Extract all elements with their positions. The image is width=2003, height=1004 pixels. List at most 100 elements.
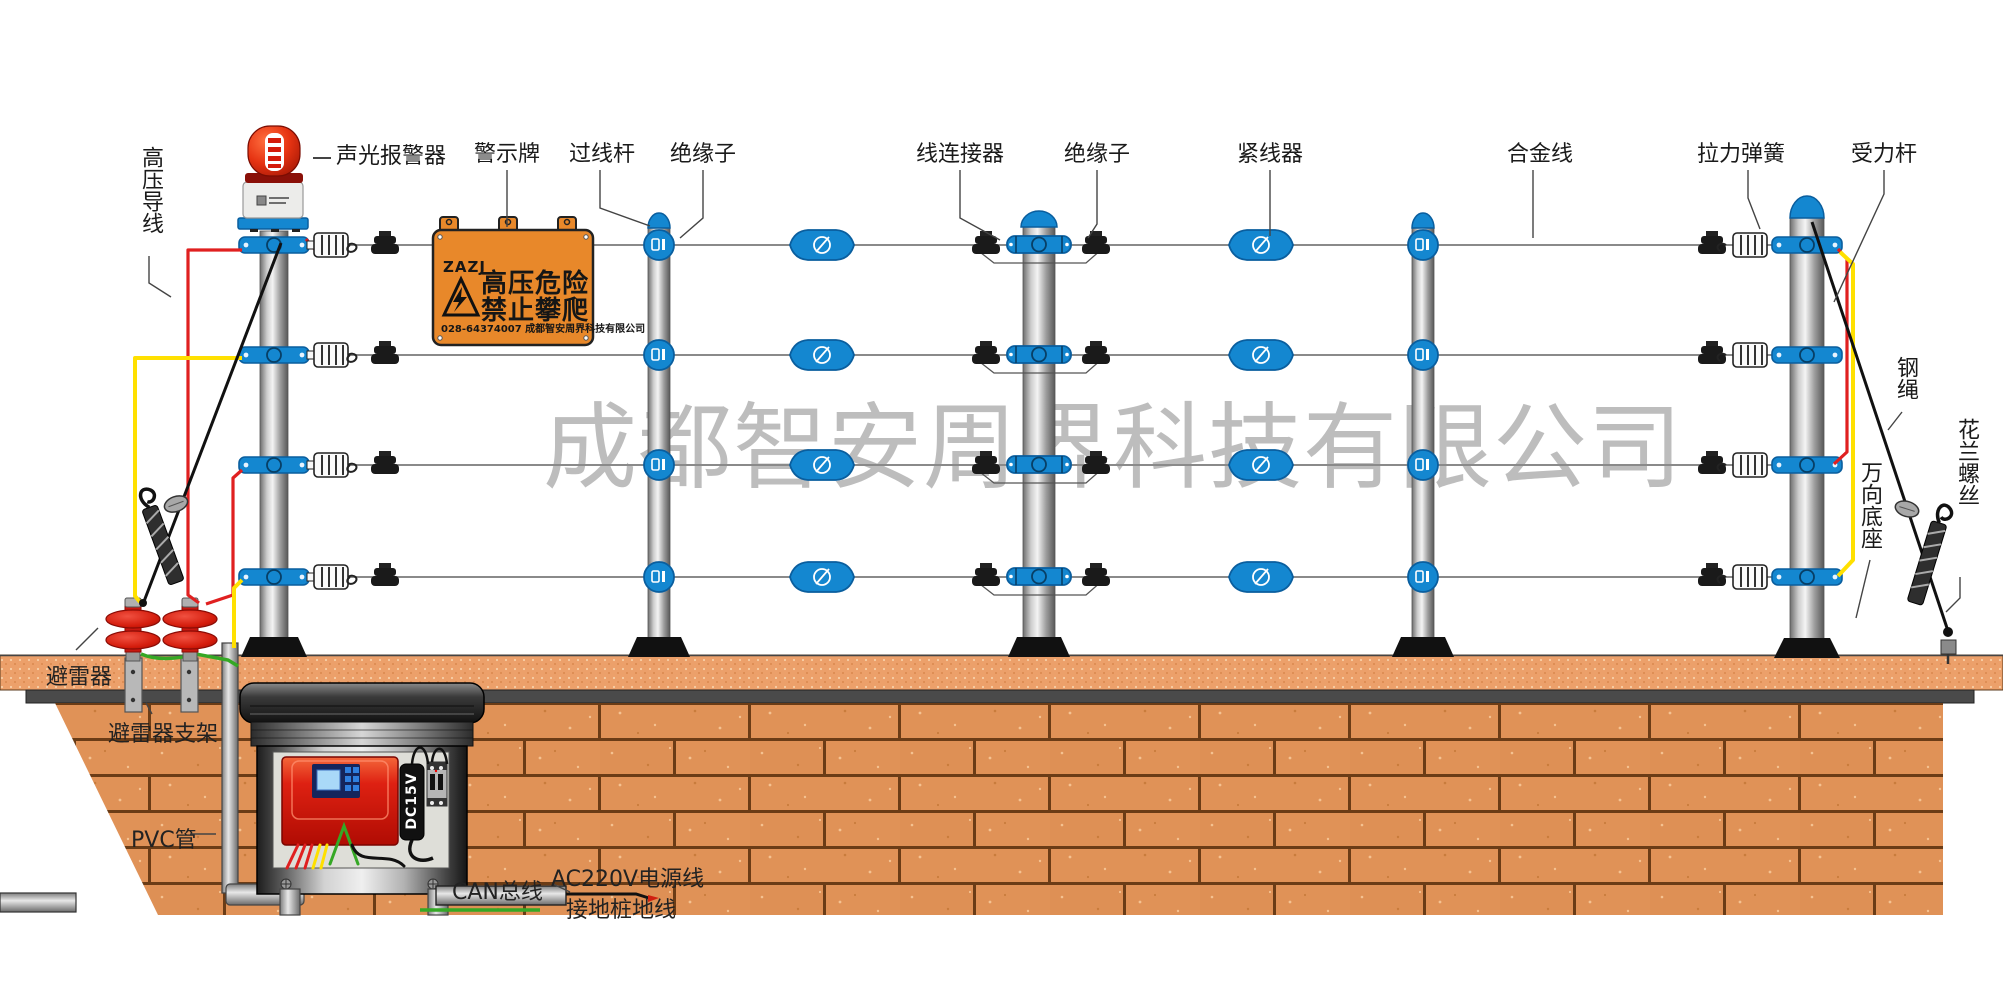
post-clamp (1771, 346, 1843, 364)
label-tension-spring: 拉力弹簧 (1696, 142, 1786, 167)
row-components (238, 449, 1843, 484)
lightning-arrester (105, 597, 161, 662)
post-dome-cap (1789, 195, 1825, 219)
insulator-cone (972, 341, 1000, 364)
label-lightning-arrester: 避雷器 (46, 665, 113, 690)
post-dome-cap (1411, 212, 1435, 229)
load-post-pole (1789, 217, 1825, 653)
tension-spring (306, 232, 358, 258)
fence-controller-host (281, 756, 399, 846)
circuit-breaker (426, 761, 448, 807)
post-clamp (238, 236, 310, 254)
alarm-post-pole (259, 230, 289, 652)
wire-tensioner (789, 229, 855, 261)
disc-insulator (1407, 339, 1439, 371)
label-warning-sign: 警示牌 (473, 142, 541, 167)
wire-connector (1006, 235, 1072, 254)
label-arrester-bracket: 避雷器支架 (108, 722, 219, 747)
enclosure-lid (239, 682, 485, 724)
label-load-post: 受力杆 (1850, 142, 1918, 167)
sign-no-climb-text: 禁止攀爬 (481, 296, 590, 326)
left-conduit-pipe (0, 892, 77, 913)
insulator-cone (1082, 451, 1110, 474)
insulator-cone (371, 341, 399, 364)
post-clamp (238, 568, 310, 586)
rope-ground-anchor (1940, 627, 1957, 664)
label-alloy-wire: 合金线 (1506, 142, 1574, 167)
wire-connector (1006, 345, 1072, 364)
controller-wires (285, 821, 406, 870)
post-dome-cap (647, 212, 671, 229)
post-dome-cap (1020, 210, 1058, 228)
label-insulator-2: 绝缘子 (1063, 142, 1131, 167)
wire-tensioner (789, 449, 855, 481)
insulator-cone (371, 451, 399, 474)
wire-tensioner (1228, 229, 1294, 261)
ac-power-wire (566, 892, 653, 901)
post-base (1008, 637, 1070, 657)
sound-light-alarm-beacon (237, 125, 309, 232)
lightning-arrester (162, 597, 218, 662)
dc15v-label: DC15V (404, 772, 420, 830)
wire-tensioner (1228, 561, 1294, 593)
disc-insulator (643, 339, 675, 371)
disc-insulator (643, 449, 675, 481)
rope-bolt (163, 495, 189, 513)
enclosure-collar (250, 721, 474, 747)
disc-insulator (643, 561, 675, 593)
label-wire-connector: 线连接器 (915, 142, 1005, 167)
label-insulator-1: 绝缘子 (669, 142, 737, 167)
tension-spring (306, 452, 358, 478)
steel-rope-assemblies (138, 221, 1957, 664)
disc-insulator (1407, 229, 1439, 261)
label-leader-lines (75, 157, 1961, 893)
post-clamp (238, 456, 310, 474)
label-steel-rope: 钢绳 (1893, 356, 1918, 400)
wire-connector (1006, 455, 1072, 474)
tension-spring (306, 342, 358, 368)
label-pass-wire-post: 过线杆 (568, 142, 636, 167)
disc-insulator (1407, 561, 1439, 593)
lightning-arrester-assembly (105, 597, 239, 713)
wire-tensioner (1228, 339, 1294, 371)
label-can-bus: CAN总线 (452, 880, 543, 905)
label-universal-base: 万向底座 (1857, 461, 1882, 549)
universal-base (1774, 638, 1840, 658)
label-ac-power-line: AC220V电源线 (551, 867, 705, 892)
wire-connector (1006, 567, 1072, 586)
disc-insulator (643, 229, 675, 261)
insulator-cone (972, 451, 1000, 474)
insulator-cone (371, 563, 399, 586)
middle-post-pole (1022, 226, 1056, 652)
insulator-cone (972, 563, 1000, 586)
post-clamp (1771, 568, 1843, 586)
pvc-conduit-pipe (221, 642, 239, 894)
row-components (238, 339, 1843, 374)
company-watermark: 成都智安周界科技有限公司 (543, 394, 1684, 503)
label-high-voltage-lead: 高压导线 (138, 146, 163, 234)
arrester-bracket-strap (124, 657, 199, 713)
label-turnbuckle: 花兰螺丝 (1954, 418, 1979, 506)
insulator-cone (1082, 231, 1110, 254)
wire-tensioner (1228, 449, 1294, 481)
disc-insulator (1407, 449, 1439, 481)
insulator-cone (1082, 563, 1110, 586)
tension-spring (1716, 452, 1768, 478)
post-clamp (1771, 456, 1843, 474)
tension-spring (1716, 342, 1768, 368)
fence-row-components (238, 229, 1843, 264)
label-pvc-pipe: PVC管 (131, 828, 197, 853)
enclosure-feet (280, 878, 439, 890)
tension-spring (1716, 564, 1768, 590)
insulator-cone (1698, 563, 1726, 586)
rope-bolt (1894, 500, 1920, 518)
post-base (241, 637, 307, 657)
wire-tensioner (789, 339, 855, 371)
row-components (238, 229, 1843, 264)
tension-spring (1716, 232, 1768, 258)
tension-spring (306, 564, 358, 590)
insulator-cone (1082, 341, 1110, 364)
post-base (1392, 637, 1454, 657)
